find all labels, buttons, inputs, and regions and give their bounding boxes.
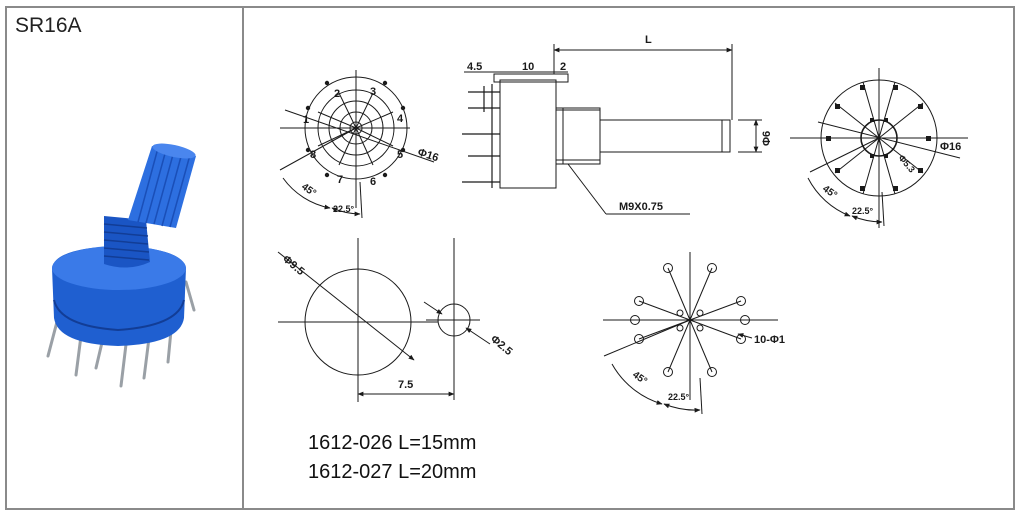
front-position-label-6: 6 <box>370 176 376 188</box>
side-dim-c: 2 <box>560 61 566 73</box>
front-view-position-marks <box>305 80 406 178</box>
rear-view-terminals <box>826 85 931 191</box>
front-view <box>279 70 435 219</box>
pcb-spokes <box>635 267 745 373</box>
side-shaft-diameter-label: Φ6 <box>761 131 773 146</box>
side-view <box>462 44 762 215</box>
panel-offset-label: 7.5 <box>398 379 413 391</box>
model-title: SR16A <box>15 14 82 37</box>
pcb-layout <box>603 252 778 415</box>
part-note-026: 1612-026 L=15mm <box>308 432 477 454</box>
pcb-pitch-label: 22.5° <box>668 392 690 402</box>
panel-cutout <box>277 238 491 402</box>
front-position-label-5: 5 <box>397 149 403 161</box>
front-position-label-3: 3 <box>370 86 376 98</box>
side-dim-a: 4.5 <box>467 61 482 73</box>
part-note-027: 1612-027 L=20mm <box>308 461 477 483</box>
panel-pin-hole-label: Φ2.5 <box>488 333 514 358</box>
rear-pitch-label: 22.5° <box>852 206 874 216</box>
front-diameter-label: Φ16 <box>416 146 440 164</box>
front-position-label-8: 8 <box>310 149 316 161</box>
pcb-angle-label: 45° <box>630 369 649 387</box>
rear-view-spokes <box>825 81 933 195</box>
panel-hole-label: Φ9.5 <box>280 253 306 278</box>
front-position-label-4: 4 <box>397 113 404 125</box>
pcb-holes-label: 10-Φ1 <box>754 334 785 346</box>
side-length-label: L <box>645 34 652 46</box>
front-pitch-label: 22.5° <box>333 204 355 214</box>
rear-inner-diameter-label: Φ5.3 <box>896 153 916 175</box>
front-position-label-2: 2 <box>334 88 340 100</box>
side-dim-b: 10 <box>522 61 534 73</box>
front-position-label-7: 7 <box>337 174 343 186</box>
rear-diameter-label: Φ16 <box>940 141 961 153</box>
rear-view <box>790 68 968 228</box>
table-frame <box>5 6 1015 510</box>
product-photo <box>46 143 196 388</box>
front-position-label-1: 1 <box>303 114 309 126</box>
side-thread-label: M9X0.75 <box>619 201 663 213</box>
